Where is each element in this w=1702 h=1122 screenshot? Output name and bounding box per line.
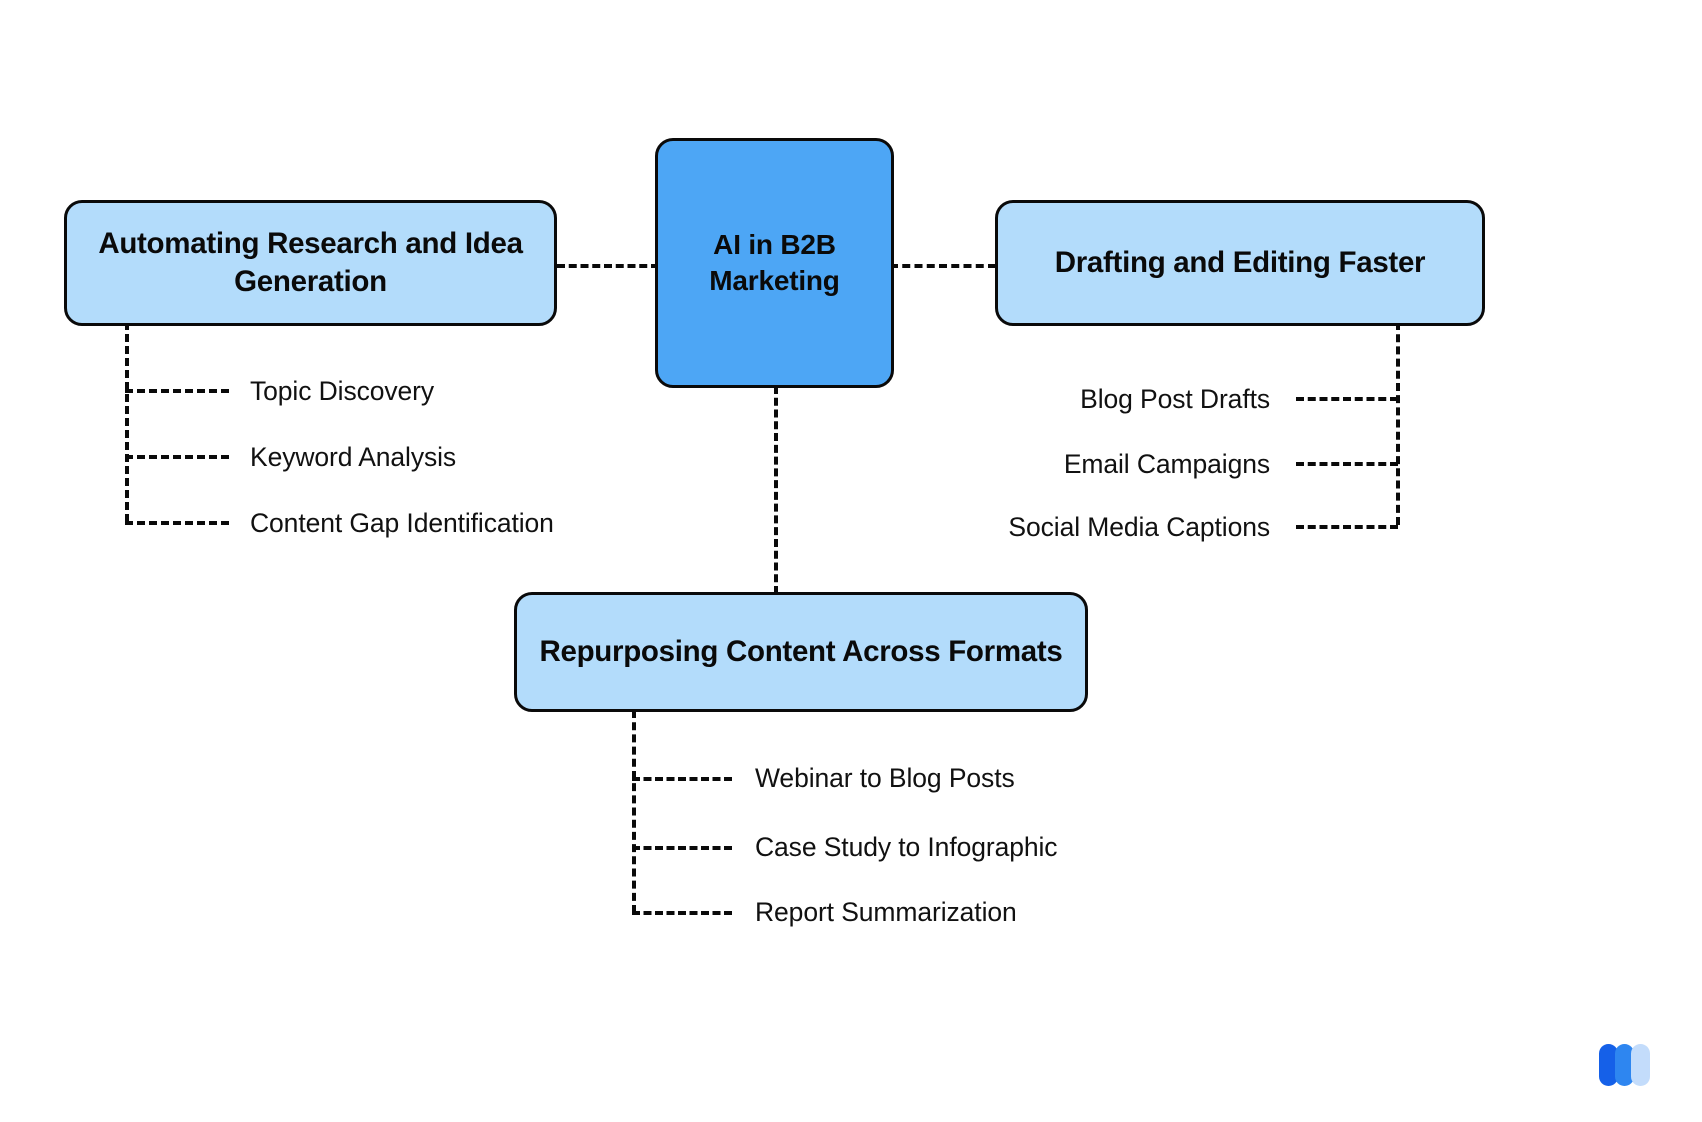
connector-right-leaf-3 bbox=[1296, 525, 1398, 529]
connector-right-leaf-1 bbox=[1296, 397, 1398, 401]
leaf-right-3: Social Media Captions bbox=[1008, 512, 1270, 542]
connector-right-leaf-2 bbox=[1296, 462, 1398, 466]
connector-left-leaf-1 bbox=[125, 389, 229, 393]
connector-left-stem bbox=[125, 322, 129, 522]
leaf-right-1: Blog Post Drafts bbox=[1080, 384, 1270, 414]
center-node-label: AI in B2B Marketing bbox=[709, 229, 840, 296]
leaf-right-2: Email Campaigns bbox=[1063, 449, 1270, 479]
branch-node-left[interactable]: Automating Research and Idea Generation bbox=[64, 200, 557, 326]
connector-center-to-right bbox=[890, 264, 996, 268]
connector-center-to-bottom bbox=[774, 386, 778, 594]
connector-left-leaf-2 bbox=[125, 455, 229, 459]
branch-node-right-label: Drafting and Editing Faster bbox=[1054, 246, 1426, 280]
center-node[interactable]: AI in B2B Marketing bbox=[655, 138, 894, 388]
connector-bottom-leaf-3 bbox=[632, 911, 732, 915]
leaf-left-2: Keyword Analysis bbox=[250, 442, 457, 472]
connector-bottom-stem bbox=[632, 710, 636, 913]
branch-node-left-label: Automating Research and Idea Generation bbox=[98, 227, 523, 298]
leaf-left-3: Content Gap Identification bbox=[250, 508, 554, 538]
leaf-bottom-2: Case Study to Infographic bbox=[755, 832, 1058, 862]
branch-node-bottom-label: Repurposing Content Across Formats bbox=[539, 635, 1063, 669]
connector-right-stem bbox=[1396, 322, 1400, 525]
connector-left-leaf-3 bbox=[125, 521, 229, 525]
leaf-left-1: Topic Discovery bbox=[250, 376, 435, 406]
leaf-bottom-1: Webinar to Blog Posts bbox=[755, 763, 1015, 793]
w-logo bbox=[1596, 1040, 1656, 1090]
branch-node-bottom[interactable]: Repurposing Content Across Formats bbox=[514, 592, 1088, 712]
connector-bottom-leaf-2 bbox=[632, 846, 732, 850]
connector-center-to-left bbox=[557, 264, 659, 268]
connector-bottom-leaf-1 bbox=[632, 777, 732, 781]
leaf-bottom-3: Report Summarization bbox=[755, 897, 1017, 927]
branch-node-right[interactable]: Drafting and Editing Faster bbox=[995, 200, 1485, 326]
